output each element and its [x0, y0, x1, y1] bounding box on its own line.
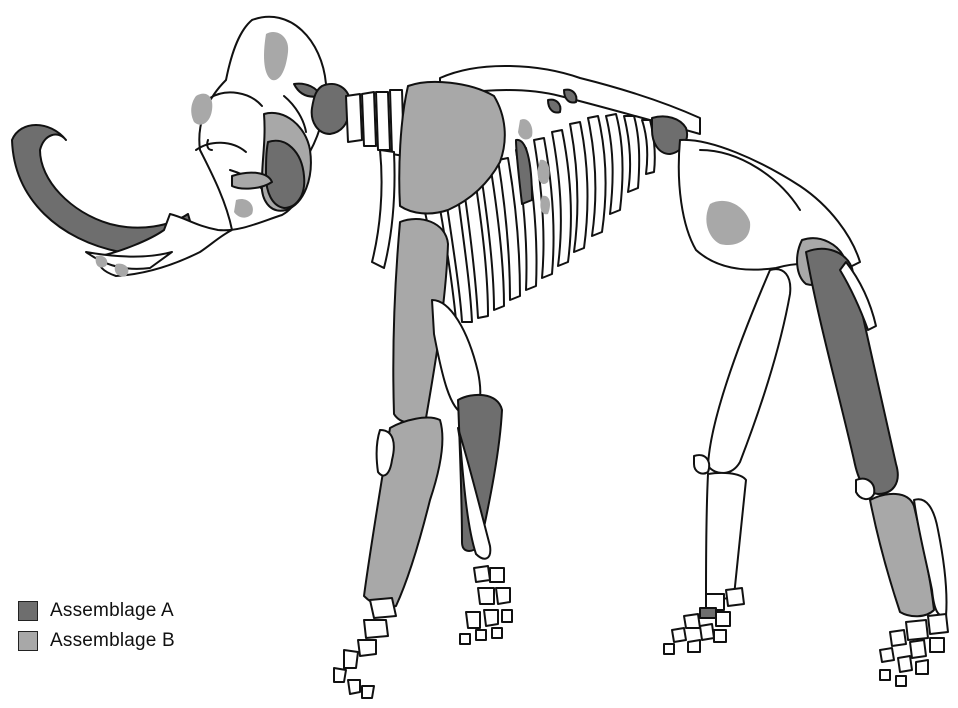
- legend-item-assemblage-a: Assemblage A: [18, 596, 175, 626]
- hindlimb-far: [664, 269, 790, 654]
- legend: Assemblage A Assemblage B: [18, 596, 175, 656]
- legend-label-assemblage-b: Assemblage B: [50, 630, 175, 652]
- legend-swatch-assemblage-b: [18, 631, 38, 651]
- neck-vertebrae: [312, 84, 404, 156]
- scapula-edge: [372, 150, 395, 268]
- legend-label-assemblage-a: Assemblage A: [50, 600, 174, 622]
- legend-item-assemblage-b: Assemblage B: [18, 626, 175, 656]
- hindlimb-near: [806, 249, 948, 686]
- legend-swatch-assemblage-a: [18, 601, 38, 621]
